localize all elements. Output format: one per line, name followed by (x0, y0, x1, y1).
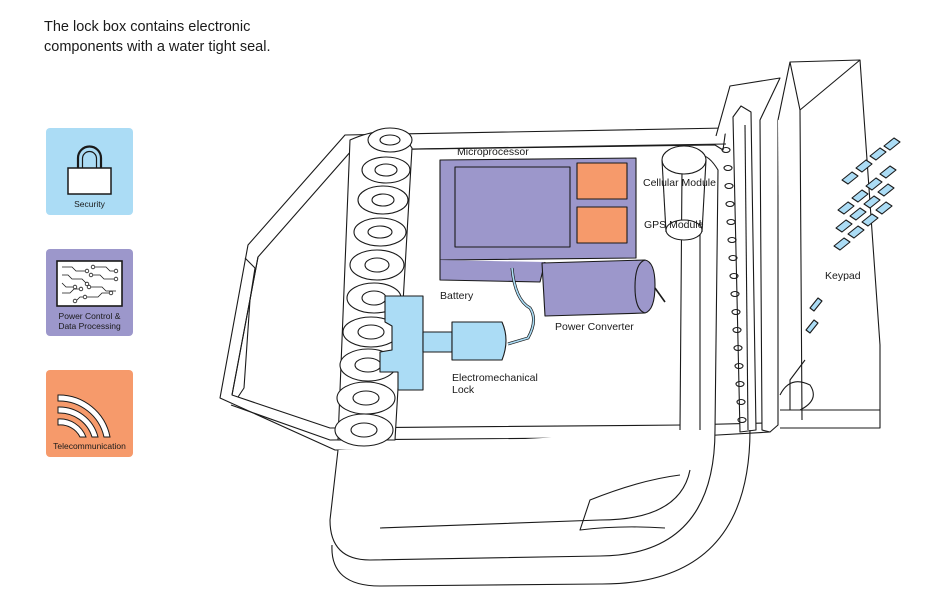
padlock-icon (67, 145, 112, 195)
battery-label: Battery (440, 290, 474, 302)
intro-line-2: components with a water tight seal. (44, 39, 271, 55)
legend-card-security: Security (46, 128, 133, 215)
legend-label-power-control: Power Control & Data Processing (46, 311, 133, 331)
electromechanical-lock-label: Electromechanical Lock (452, 372, 538, 396)
power-converter-label: Power Converter (555, 321, 634, 333)
intro-text: The lock box contains electronic compone… (44, 17, 344, 57)
legend-label-security: Security (74, 199, 105, 209)
legend-label-telecommunication: Telecommunication (53, 441, 126, 451)
cellular-module-label: Cellular Module (643, 177, 716, 189)
microprocessor-label: Microprocessor (457, 146, 529, 158)
legend-card-telecommunication: Telecommunication (46, 370, 133, 457)
legend-label-power-control-line-2: Data Processing (58, 321, 121, 331)
intro-line-1: The lock box contains electronic (44, 19, 251, 35)
legend-label-power-control-line-1: Power Control & (58, 311, 121, 321)
circuit-board-icon (56, 260, 123, 307)
keypad-label: Keypad (825, 270, 861, 282)
gps-module-label: GPS Module (644, 219, 704, 231)
electromechanical-lock-label-line-2: Lock (452, 384, 475, 396)
electromechanical-lock-label-line-1: Electromechanical (452, 372, 538, 384)
signal-waves-icon (57, 394, 111, 438)
legend-card-power-control: Power Control & Data Processing (46, 249, 133, 336)
